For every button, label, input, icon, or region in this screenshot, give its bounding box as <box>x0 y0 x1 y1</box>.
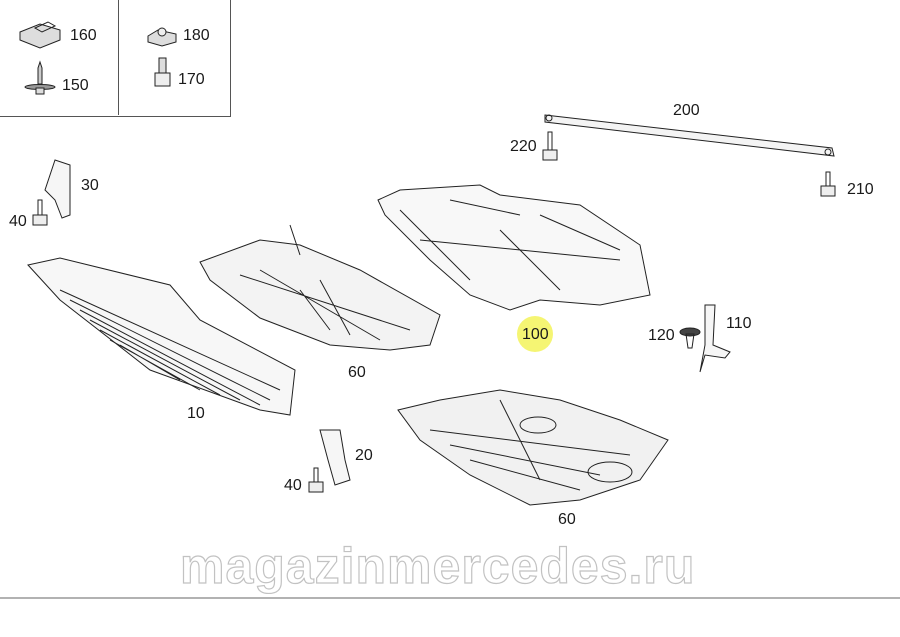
part-110-bracket[interactable] <box>699 304 731 373</box>
part-100-engine-cover[interactable] <box>377 184 651 311</box>
callout-10[interactable]: 10 <box>187 405 205 422</box>
part-200-strut[interactable] <box>544 114 835 157</box>
part-210-bolt[interactable] <box>820 171 836 197</box>
callout-30[interactable]: 30 <box>81 177 99 194</box>
callout-170[interactable]: 170 <box>178 71 205 88</box>
callout-100[interactable]: 100 <box>522 326 549 343</box>
part-40-bolt-top[interactable] <box>32 199 48 226</box>
callout-120[interactable]: 120 <box>648 327 675 344</box>
legend-divider <box>118 0 119 115</box>
callout-200[interactable]: 200 <box>673 102 700 119</box>
callout-highlight <box>517 316 553 352</box>
part-60-cover-upper[interactable] <box>199 224 441 351</box>
fastener-legend-box <box>0 0 231 117</box>
watermark: magazinmercedes.ru <box>179 538 696 594</box>
callout-110[interactable]: 110 <box>726 315 752 332</box>
callout-60-upper[interactable]: 60 <box>348 364 366 381</box>
clip-nut-icon[interactable] <box>19 21 61 49</box>
part-220-bolt[interactable] <box>542 131 558 161</box>
callout-20[interactable]: 20 <box>355 447 373 464</box>
part-60-cover-lower[interactable] <box>397 389 669 506</box>
part-30-bracket[interactable] <box>44 159 71 219</box>
callout-150[interactable]: 150 <box>62 77 89 94</box>
screw-with-washer-icon[interactable] <box>24 60 56 95</box>
callout-180[interactable]: 180 <box>183 27 210 44</box>
callout-220[interactable]: 220 <box>510 138 537 155</box>
callout-60-lower[interactable]: 60 <box>558 511 576 528</box>
part-20-bracket[interactable] <box>319 429 351 486</box>
callout-40-top[interactable]: 40 <box>9 213 27 230</box>
callout-160[interactable]: 160 <box>70 27 97 44</box>
callout-40-bottom[interactable]: 40 <box>284 477 302 494</box>
speed-nut-icon[interactable] <box>147 27 177 47</box>
hex-bolt-icon[interactable] <box>154 57 171 87</box>
callout-210[interactable]: 210 <box>847 181 874 198</box>
part-120-clip[interactable] <box>679 327 701 349</box>
part-40-bolt-bottom[interactable] <box>308 467 324 493</box>
part-10-front-panel[interactable] <box>27 257 296 416</box>
